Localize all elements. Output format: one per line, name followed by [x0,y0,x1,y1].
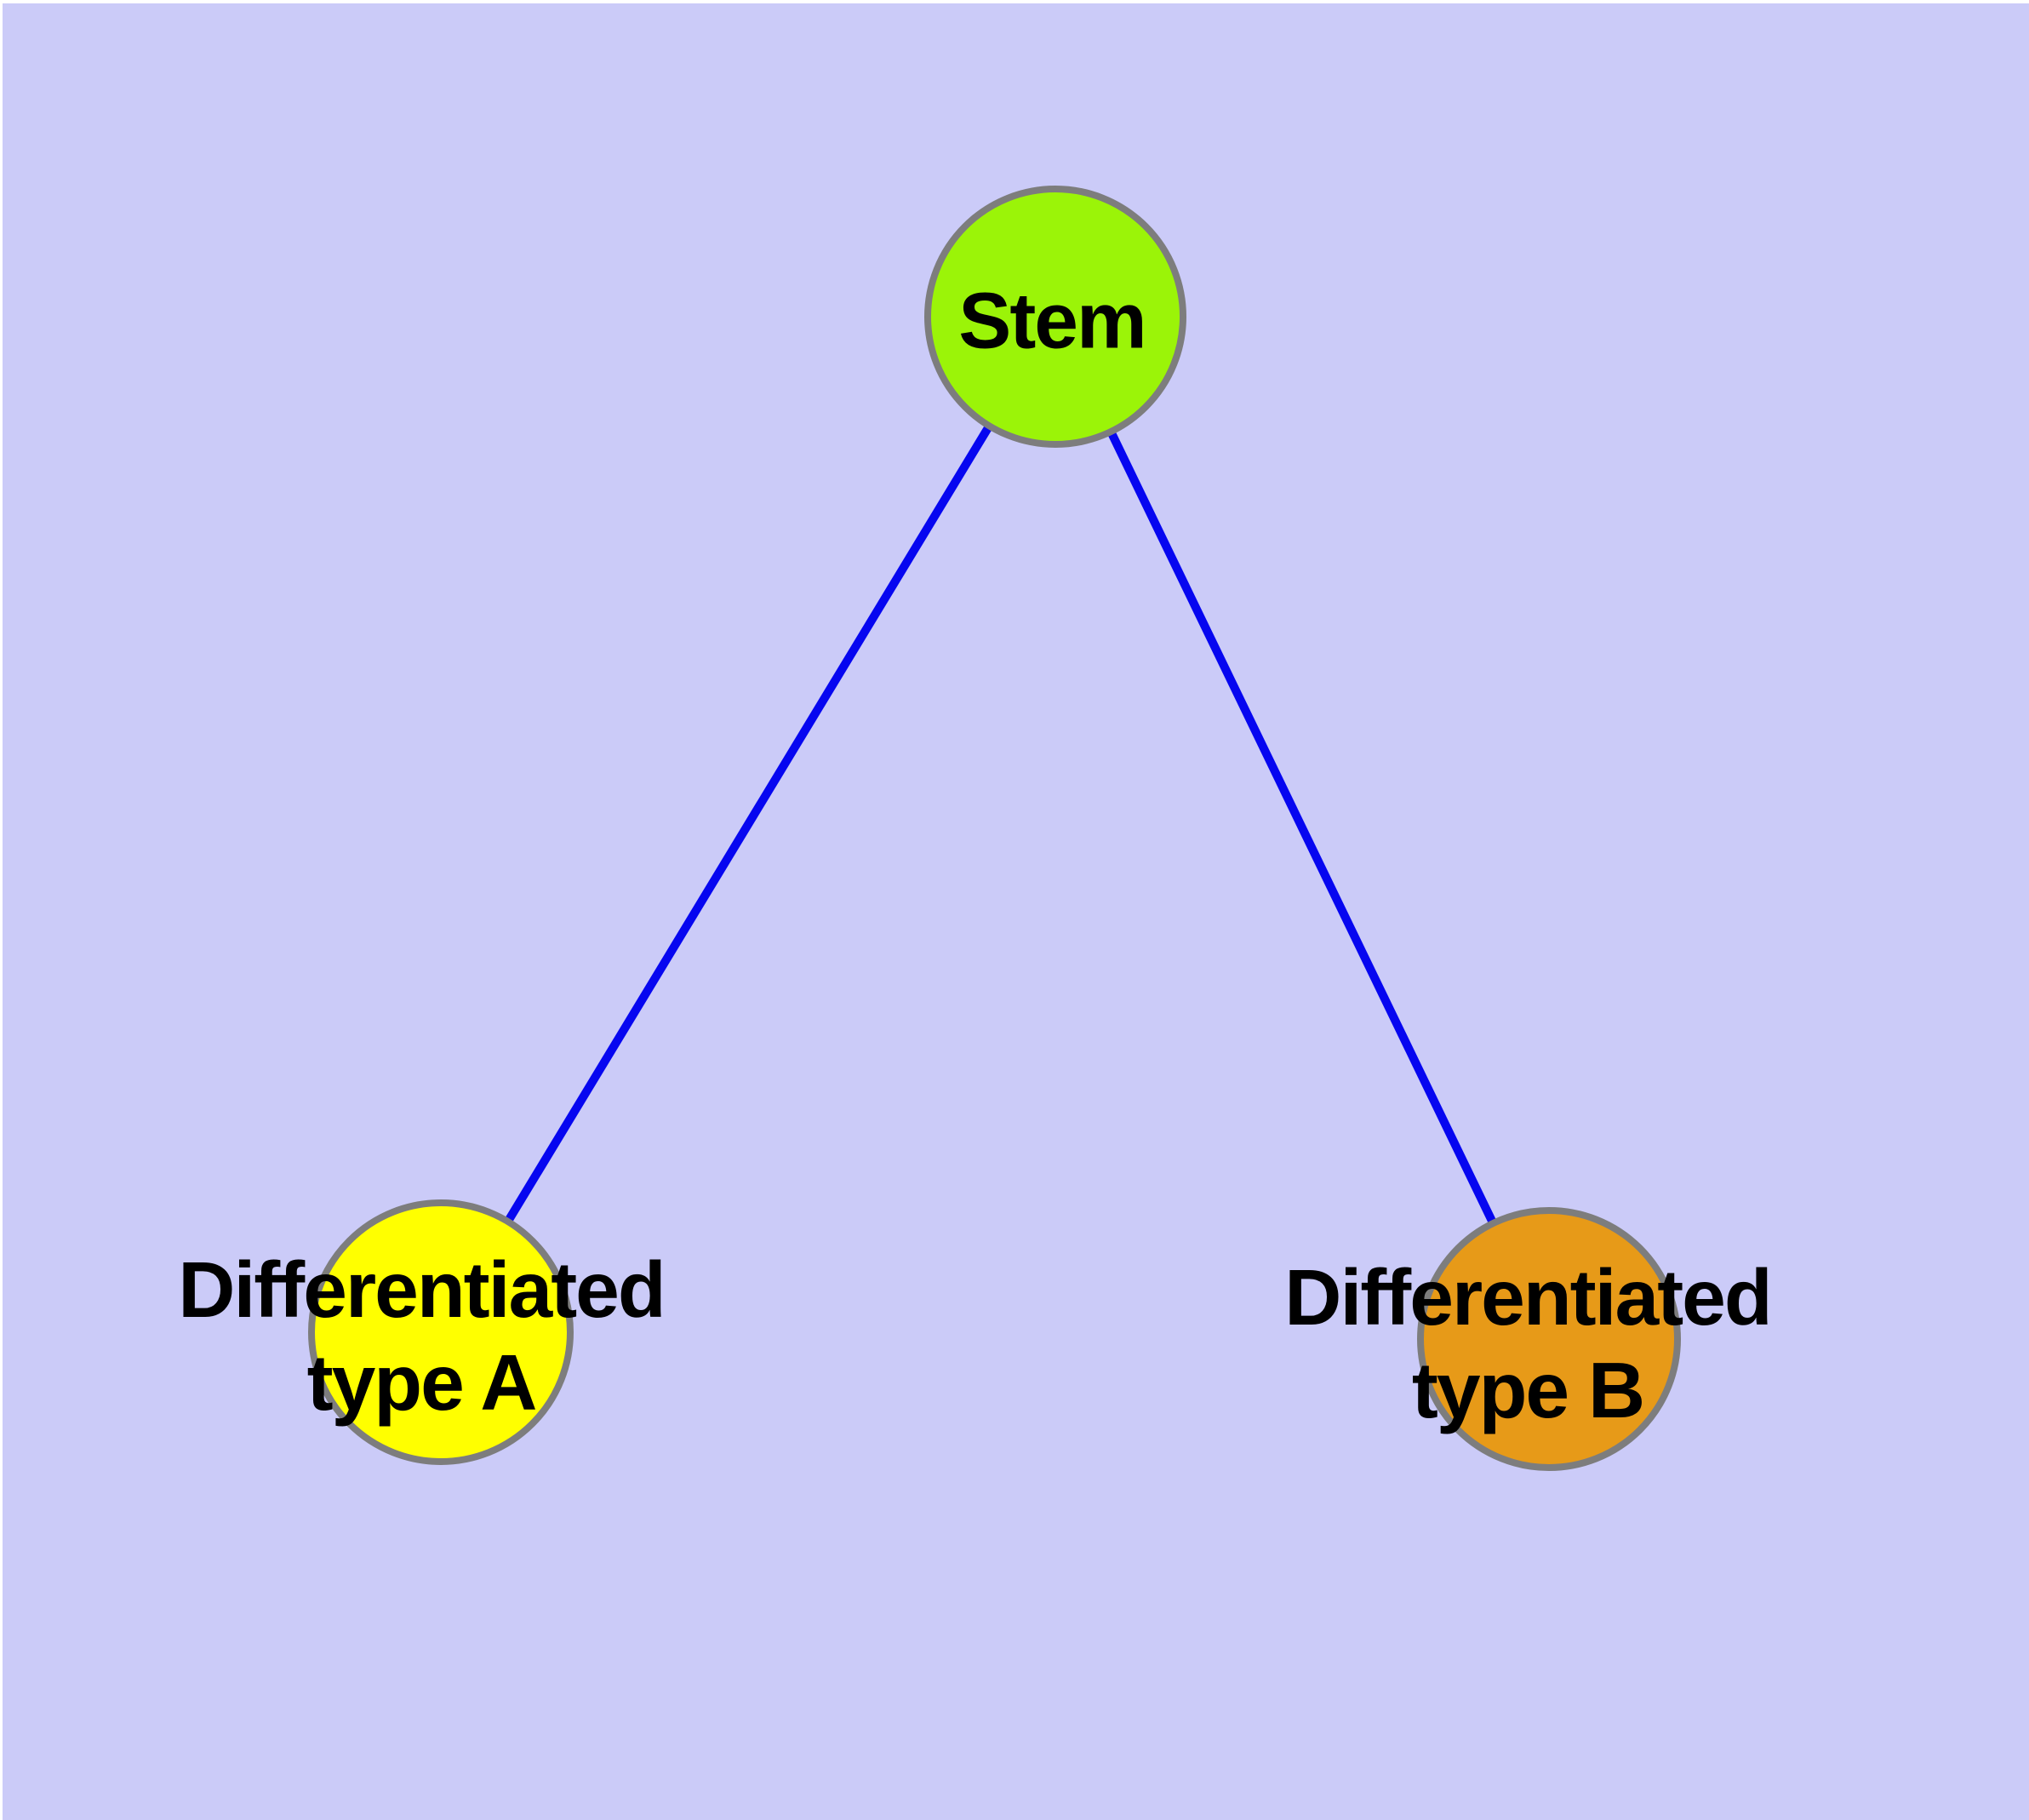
differentiated-type-b-node-label: Differentiated type B [1284,1253,1772,1434]
differentiated-type-b-node [1417,1207,1681,1471]
stem-node [924,186,1186,448]
differentiated-type-a-node [308,1199,574,1465]
differentiated-type-a-node-label: Differentiated type A [178,1245,666,1427]
edge-stem-to-type-b [1051,314,1553,1342]
stem-node-label: Stem [958,276,1146,365]
edge-stem-to-type-a [437,314,1060,1335]
